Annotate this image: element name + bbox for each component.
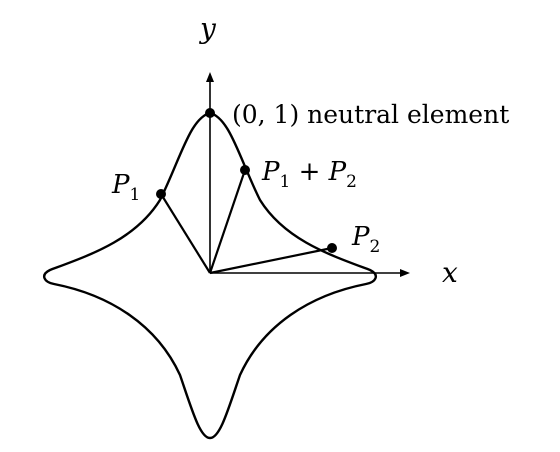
segment-p1 (160, 193, 211, 274)
neutral-element-label: (0, 1) neutral element (232, 100, 509, 129)
y-axis-arrow (206, 72, 214, 82)
p1-point (156, 189, 166, 199)
segment-p1-plus-p2 (208, 169, 247, 274)
p2-point (327, 243, 337, 253)
segment-p2 (209, 246, 333, 275)
y-axis-label: y (198, 12, 217, 45)
p1-plus-p2-label: P1 + P2 (261, 157, 357, 192)
x-axis-label: x (442, 256, 458, 289)
p1-label: P1 (111, 170, 140, 205)
x-axis-arrow (400, 269, 410, 277)
curve (43, 111, 377, 440)
p2-label: P2 (351, 222, 380, 257)
p1-plus-p2-point (240, 165, 250, 175)
neutral-element-point (205, 108, 215, 118)
